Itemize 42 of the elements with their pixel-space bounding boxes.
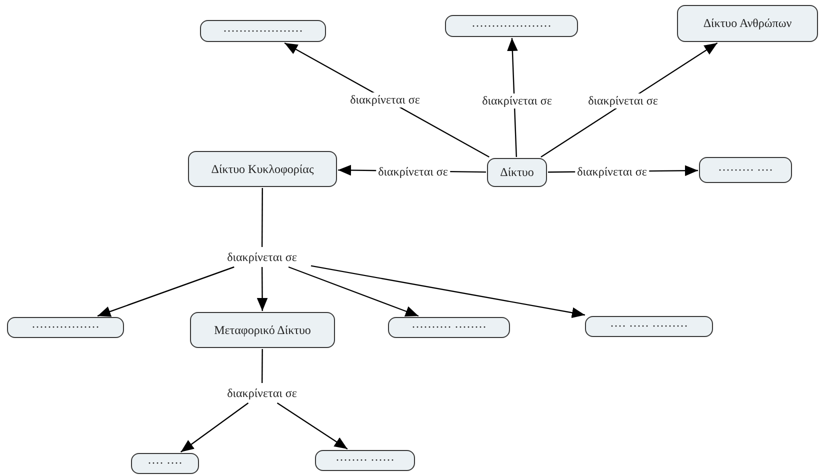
concept-box bbox=[585, 316, 713, 337]
concept-label: ·········· ········ bbox=[412, 320, 486, 335]
connector-line bbox=[261, 349, 263, 383]
concept-box bbox=[677, 5, 818, 42]
concept-label: ················· bbox=[32, 320, 100, 335]
connector-line bbox=[261, 188, 263, 247]
concept-box bbox=[190, 312, 335, 348]
concept-label: ···················· bbox=[223, 24, 303, 38]
concept-box bbox=[315, 450, 415, 471]
concept-box bbox=[200, 20, 326, 42]
concept-label: ········· ···· bbox=[718, 162, 773, 178]
arrow bbox=[310, 265, 586, 318]
arrow bbox=[180, 402, 249, 452]
linking-phrase: διακρίνεται σε bbox=[227, 250, 297, 264]
arrow bbox=[97, 266, 234, 317]
concept-box bbox=[188, 151, 337, 187]
concept-label: ···· ····· ········· bbox=[610, 319, 688, 334]
edge-label: διακρίνεται σε bbox=[586, 94, 660, 108]
concept-label: ········ ······ bbox=[336, 453, 394, 468]
arrow bbox=[507, 38, 518, 158]
edge-label: διακρίνεται σε bbox=[480, 94, 554, 108]
arrow bbox=[284, 42, 490, 158]
arrow bbox=[276, 402, 348, 450]
edge-label: διακρίνεται σε bbox=[575, 164, 649, 180]
concept-box bbox=[7, 317, 124, 338]
concept-label: Δίκτυο Κυκλοφορίας bbox=[211, 162, 314, 176]
concept-box bbox=[131, 453, 199, 474]
concept-label: ···· ···· bbox=[148, 456, 182, 471]
concept-label: Μεταφορικό Δίκτυο bbox=[214, 322, 311, 338]
concept-box bbox=[388, 317, 510, 338]
edge-label: διακρίνεται σε bbox=[376, 164, 450, 180]
linking-phrase: διακρίνεται σε bbox=[227, 386, 297, 400]
concept-box bbox=[445, 15, 578, 37]
concept-label: ···················· bbox=[472, 18, 552, 34]
arrow bbox=[256, 267, 268, 311]
concept-box bbox=[699, 157, 792, 183]
concept-label: Δίκτυο Ανθρώπων bbox=[703, 16, 792, 31]
concept-label: Δίκτυο bbox=[500, 165, 534, 180]
edge-label: διακρίνεται σε bbox=[348, 92, 422, 108]
arrow bbox=[288, 266, 419, 317]
concept-box bbox=[487, 158, 547, 187]
arrow bbox=[540, 42, 718, 158]
